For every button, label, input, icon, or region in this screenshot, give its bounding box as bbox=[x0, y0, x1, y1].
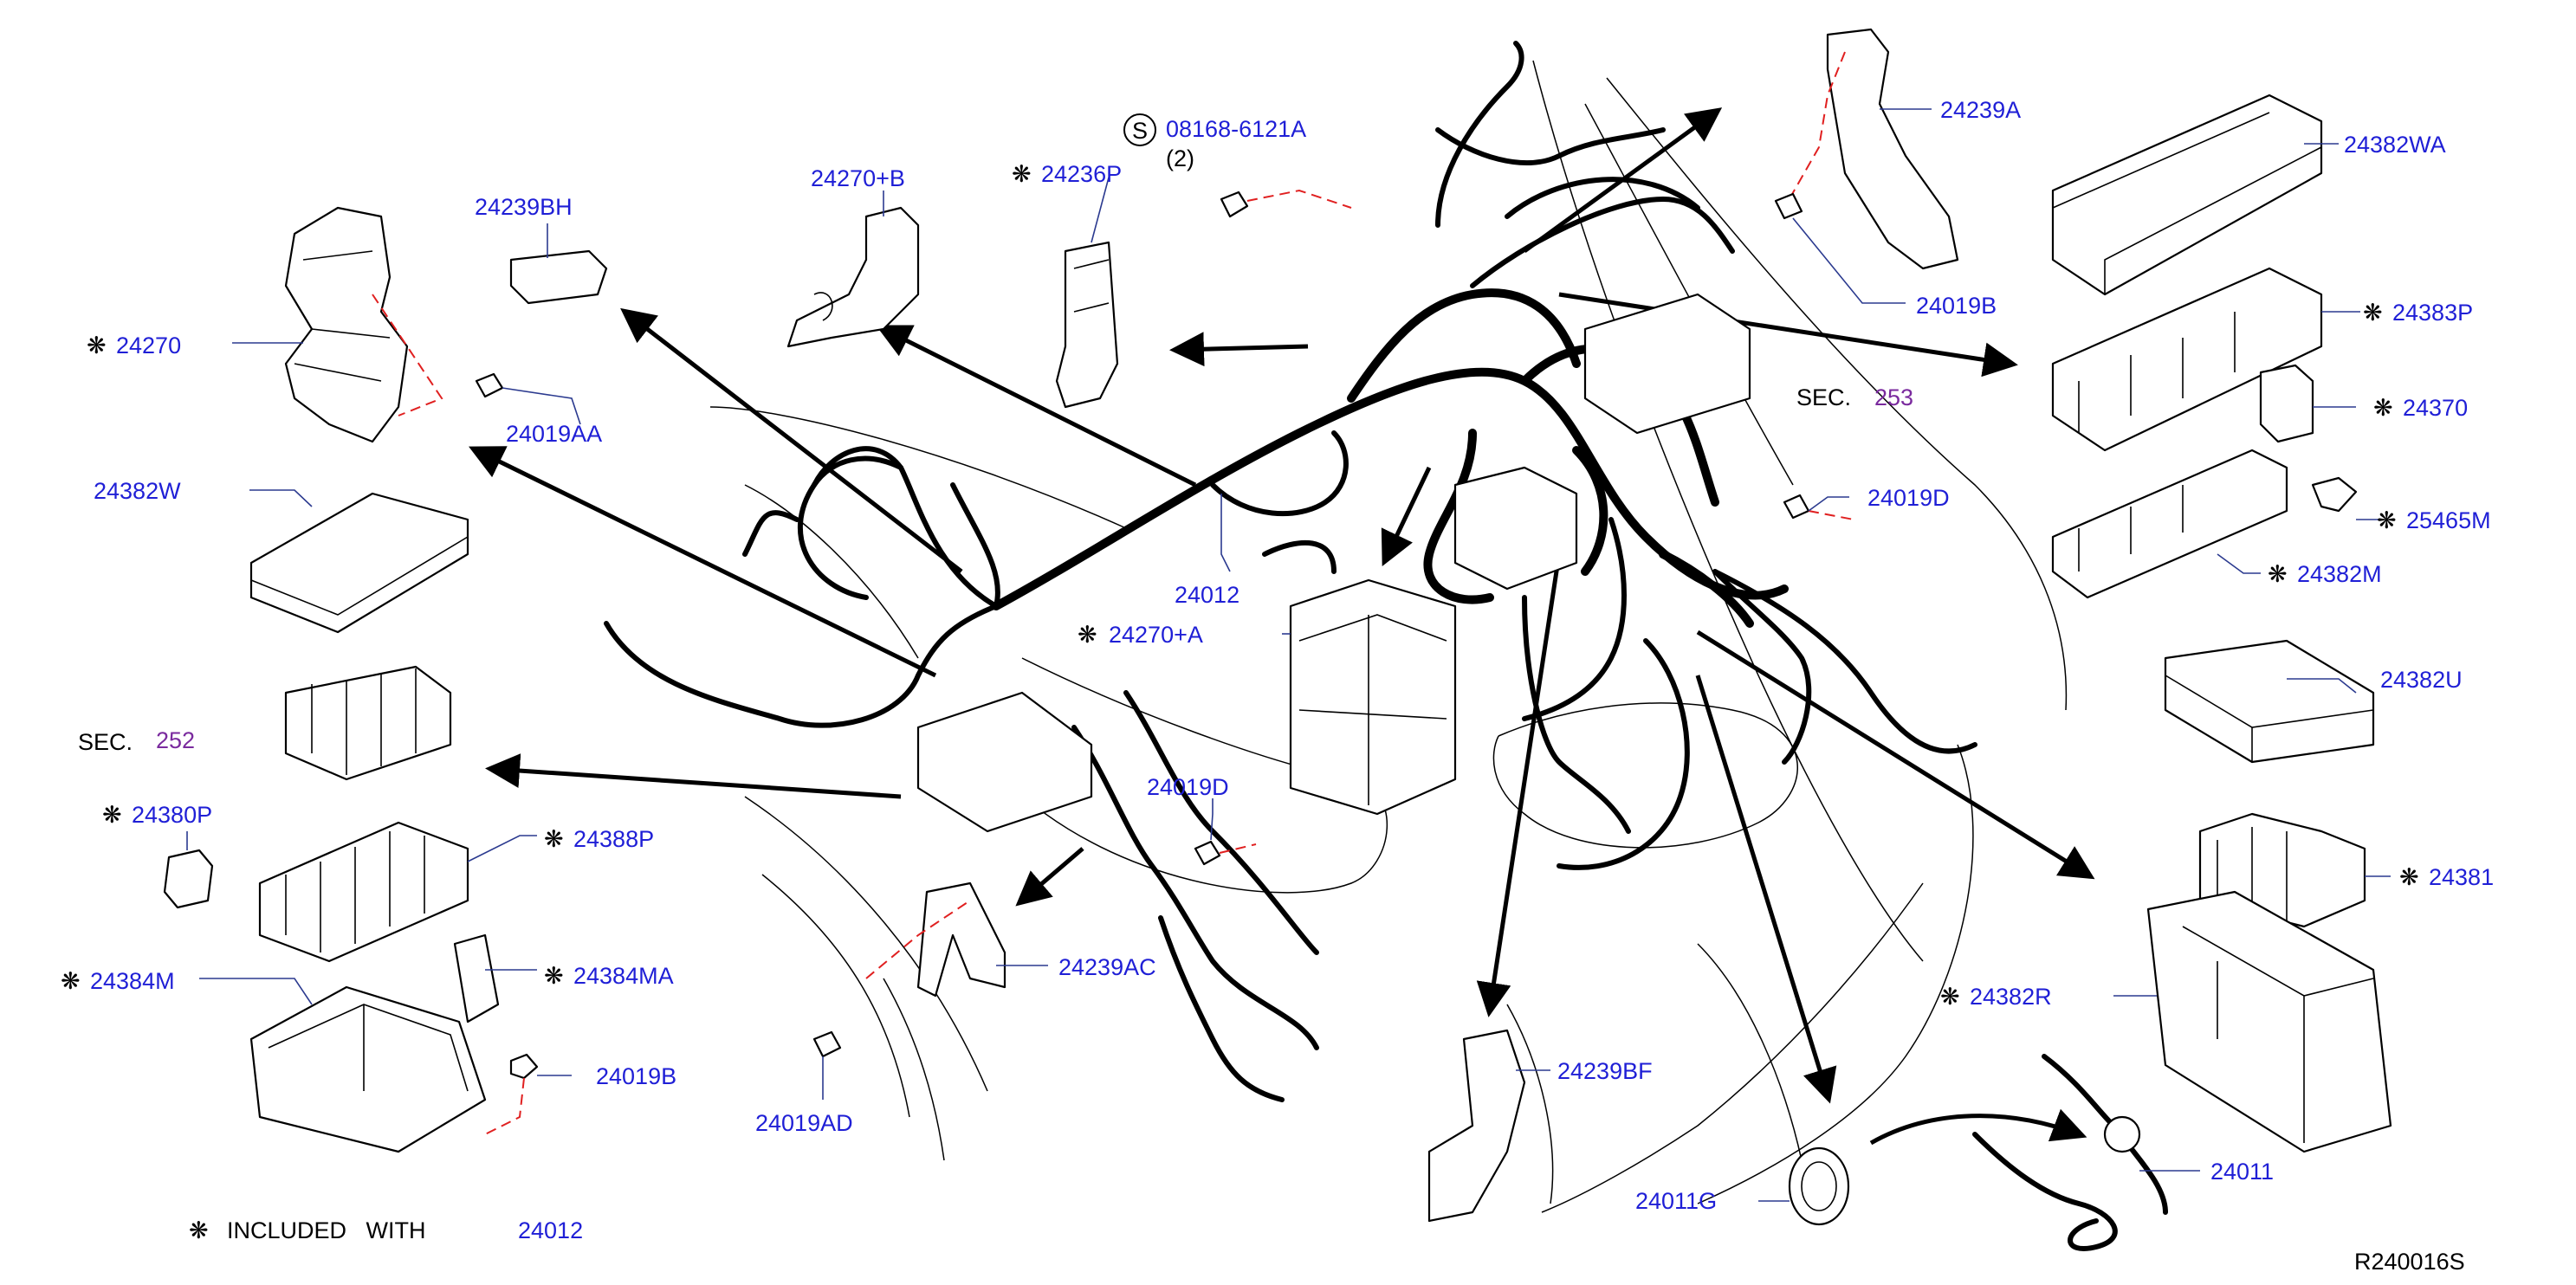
label-24019AA: 24019AA bbox=[506, 421, 602, 447]
bracket-24239BF bbox=[1427, 1029, 1526, 1223]
screw-24019AD bbox=[812, 1030, 842, 1058]
pointer-arrows bbox=[469, 107, 2095, 1146]
relay-24370 bbox=[2259, 364, 2314, 443]
module-24270-A bbox=[1289, 578, 1457, 816]
label-24270-A: 24270+A bbox=[1109, 622, 1203, 648]
label-24382WA: 24382WA bbox=[2344, 132, 2446, 158]
sec-253-number: 253 bbox=[1874, 384, 1913, 410]
label-24011: 24011 bbox=[2210, 1159, 2274, 1185]
label-24019D-mid: 24019D bbox=[1147, 774, 1229, 800]
cover-24382U bbox=[2164, 639, 2375, 764]
included-mark: ❋ bbox=[2373, 395, 2393, 421]
included-mark: ❋ bbox=[544, 826, 564, 852]
footnote-ref: 24012 bbox=[518, 1217, 583, 1243]
label-24382W: 24382W bbox=[94, 478, 181, 504]
relay-group-sec-252 bbox=[284, 665, 452, 781]
sec-252-number: 252 bbox=[156, 727, 195, 753]
vehicle-body-outline bbox=[709, 60, 2068, 1213]
sec-253-prefix: SEC. bbox=[1796, 384, 1851, 410]
label-24239AC: 24239AC bbox=[1058, 954, 1156, 980]
cable-24011 bbox=[1972, 1054, 2168, 1251]
diagram-id: R240016S bbox=[2354, 1249, 2465, 1275]
label-24270-B: 24270+B bbox=[811, 165, 905, 191]
included-mark: ❋ bbox=[2399, 864, 2419, 890]
label-24019D-right: 24019D bbox=[1867, 485, 1950, 511]
label-24012: 24012 bbox=[1175, 582, 1239, 608]
bracket-24384MA bbox=[453, 933, 500, 1023]
bracket-24239BH bbox=[509, 249, 608, 305]
screw-24019D-mid bbox=[1194, 840, 1257, 866]
main-harness bbox=[604, 41, 1977, 1102]
label-24383P: 24383P bbox=[2392, 300, 2473, 326]
label-24381: 24381 bbox=[2429, 864, 2494, 890]
clip-25465M bbox=[2311, 476, 2358, 513]
included-mark: ❋ bbox=[61, 968, 81, 994]
included-mark: ❋ bbox=[2377, 507, 2397, 533]
included-mark: ❋ bbox=[544, 963, 564, 989]
block-24383P bbox=[2051, 267, 2323, 452]
label-24019AD: 24019AD bbox=[755, 1110, 853, 1136]
label-24011G: 24011G bbox=[1635, 1188, 1717, 1214]
label-25465M: 25465M bbox=[2406, 507, 2491, 533]
case-24384M bbox=[249, 985, 487, 1153]
nut-24019B bbox=[484, 1053, 539, 1135]
connector-24236P bbox=[1055, 241, 1119, 409]
cover-24382WA bbox=[2051, 94, 2323, 296]
screw-24019D-right bbox=[1783, 494, 1854, 520]
screw-24019AA bbox=[475, 372, 504, 398]
label-24382R: 24382R bbox=[1970, 984, 2052, 1010]
bolt-symbol-circle bbox=[1123, 113, 1156, 146]
case-24382R bbox=[2146, 890, 2392, 1153]
label-24239A: 24239A bbox=[1940, 97, 2021, 123]
label-24019B-bottom: 24019B bbox=[596, 1063, 676, 1089]
fuse-block-center bbox=[1453, 293, 1751, 591]
included-mark: ❋ bbox=[2363, 300, 2383, 326]
label-24239BH: 24239BH bbox=[475, 194, 573, 220]
cover-24382W bbox=[249, 492, 469, 634]
bolt-symbol: S bbox=[1132, 118, 1148, 144]
block-24382M bbox=[2051, 449, 2288, 599]
footnote-text: INCLUDED WITH bbox=[227, 1217, 426, 1243]
grommet-24011G bbox=[1788, 1146, 1850, 1226]
bracket-24239AC bbox=[865, 881, 1006, 998]
label-08168-6121A: 08168-6121A bbox=[1166, 116, 1306, 142]
included-mark: ❋ bbox=[2268, 561, 2288, 587]
bolt-08168-6121A bbox=[1220, 189, 1352, 218]
label-24370: 24370 bbox=[2403, 395, 2468, 421]
label-24236P: 24236P bbox=[1041, 161, 1122, 187]
label-24380P: 24380P bbox=[132, 802, 212, 828]
label-24019B-top: 24019B bbox=[1916, 293, 1997, 319]
label-24382U: 24382U bbox=[2380, 667, 2463, 693]
included-mark: ❋ bbox=[1078, 622, 1097, 648]
part-labels: 24239BH 24270+B ❋ 24236P S 08168-6121A (… bbox=[61, 97, 2494, 1275]
block-24388P bbox=[258, 821, 469, 963]
relay-24380P bbox=[163, 849, 214, 909]
label-24239BF: 24239BF bbox=[1557, 1058, 1653, 1084]
footnote-mark: ❋ bbox=[189, 1217, 209, 1243]
relay-box-left bbox=[916, 691, 1093, 833]
sec-252-prefix: SEC. bbox=[78, 729, 133, 755]
included-mark: ❋ bbox=[1012, 161, 1032, 187]
included-mark: ❋ bbox=[87, 333, 107, 358]
label-24270: 24270 bbox=[116, 333, 181, 358]
bracket-24270-B bbox=[786, 206, 920, 348]
label-24382M: 24382M bbox=[2297, 561, 2382, 587]
leader-lines bbox=[186, 108, 2391, 1202]
label-24384MA: 24384MA bbox=[573, 963, 674, 989]
bolt-qty: (2) bbox=[1166, 145, 1194, 171]
bracket-24270 bbox=[284, 206, 443, 443]
included-mark: ❋ bbox=[102, 802, 122, 828]
label-24388P: 24388P bbox=[573, 826, 654, 852]
included-mark: ❋ bbox=[1940, 984, 1960, 1010]
label-24384M: 24384M bbox=[90, 968, 175, 994]
bracket-24239A bbox=[1774, 28, 1959, 270]
